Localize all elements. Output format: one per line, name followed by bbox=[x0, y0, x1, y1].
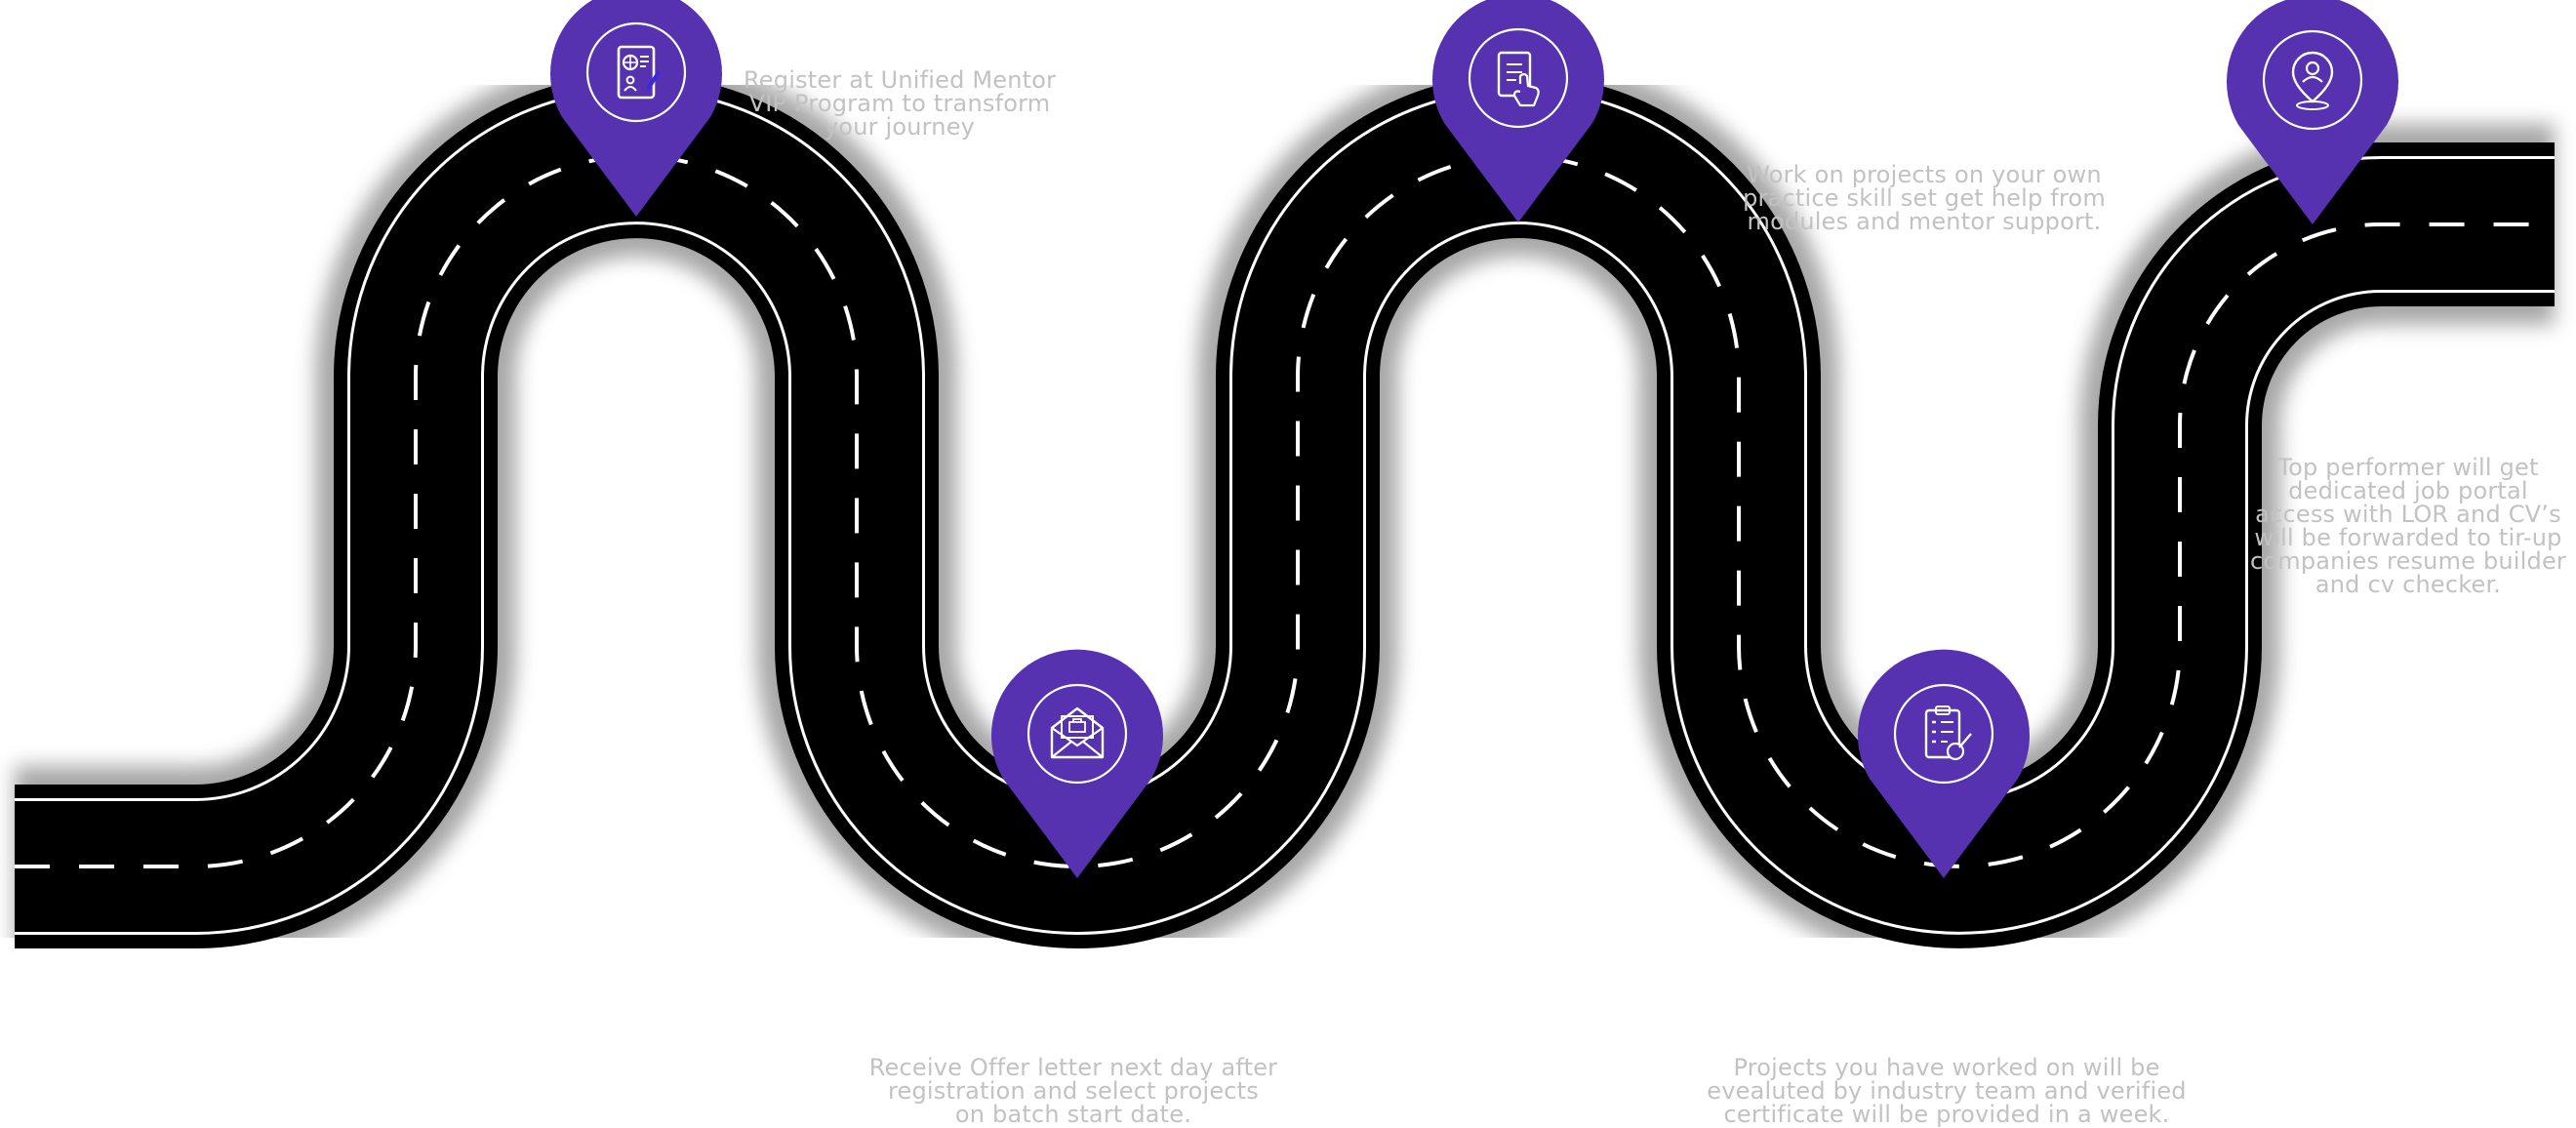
caption-line: on batch start date. bbox=[954, 1101, 1192, 1128]
location-pin-icon bbox=[550, 0, 722, 217]
checklist-clipboard-icon bbox=[1924, 705, 1972, 761]
road-edge-line-inner bbox=[15, 91, 2555, 932]
caption-step-5: Top performer will get dedicated job por… bbox=[2244, 456, 2572, 596]
milestone-marker-1 bbox=[550, 0, 722, 217]
offer-letter-envelope-icon bbox=[1050, 706, 1105, 759]
caption-step-4: Projects you have worked on will be evea… bbox=[1698, 1056, 2195, 1126]
caption-line: certificate will be provided in a week. bbox=[1723, 1101, 2170, 1128]
caption-line: Work on projects on your own bbox=[1747, 161, 2102, 188]
location-pin-icon bbox=[1857, 649, 2031, 878]
caption-step-1: Register at Unified Mentor VIP Program t… bbox=[744, 68, 1056, 139]
caption-line: will be forwarded to tir-up bbox=[2254, 524, 2562, 551]
road bbox=[15, 56, 2555, 967]
caption-line: Projects you have worked on will be bbox=[1733, 1054, 2160, 1081]
caption-step-3: Work on projects on your own practice sk… bbox=[1739, 163, 2110, 233]
caption-line: access with LOR and CV’s bbox=[2255, 501, 2561, 528]
icon-ring bbox=[1026, 683, 1128, 785]
milestone-marker-5 bbox=[2227, 0, 2398, 224]
milestone-marker-4 bbox=[1857, 649, 2031, 878]
caption-line: practice skill set get help from bbox=[1743, 184, 2106, 212]
milestone-marker-3 bbox=[1432, 0, 1604, 222]
caption-line: your journey bbox=[824, 113, 976, 141]
caption-line: VIP Program to transform bbox=[748, 90, 1051, 117]
hand-document-icon bbox=[1497, 51, 1540, 107]
caption-line: companies resume builder bbox=[2249, 547, 2567, 575]
caption-line: evealuted by industry team and verified bbox=[1707, 1077, 2187, 1105]
caption-line: Register at Unified Mentor bbox=[744, 66, 1057, 94]
caption-line: dedicated job portal bbox=[2288, 477, 2528, 504]
milestone-marker-2 bbox=[991, 649, 1164, 878]
location-pin-icon bbox=[991, 649, 1164, 878]
caption-line: registration and select projects bbox=[887, 1077, 1260, 1105]
profile-location-icon bbox=[2291, 51, 2334, 110]
caption-line: modules and mentor support. bbox=[1747, 208, 2102, 235]
milestone-markers bbox=[550, 0, 2398, 878]
road-center-dashes bbox=[15, 154, 2555, 868]
icon-ring bbox=[1893, 683, 1994, 785]
caption-line: Receive Offer letter next day after bbox=[868, 1054, 1278, 1081]
icon-ring bbox=[585, 21, 687, 123]
caption-line: Top performer will get bbox=[2277, 454, 2539, 481]
passport-icon bbox=[617, 45, 661, 100]
icon-ring bbox=[1468, 27, 1569, 129]
caption-step-2: Receive Offer letter next day after regi… bbox=[859, 1056, 1288, 1126]
caption-line: and cv checker. bbox=[2314, 571, 2502, 598]
icon-ring bbox=[2262, 29, 2363, 131]
